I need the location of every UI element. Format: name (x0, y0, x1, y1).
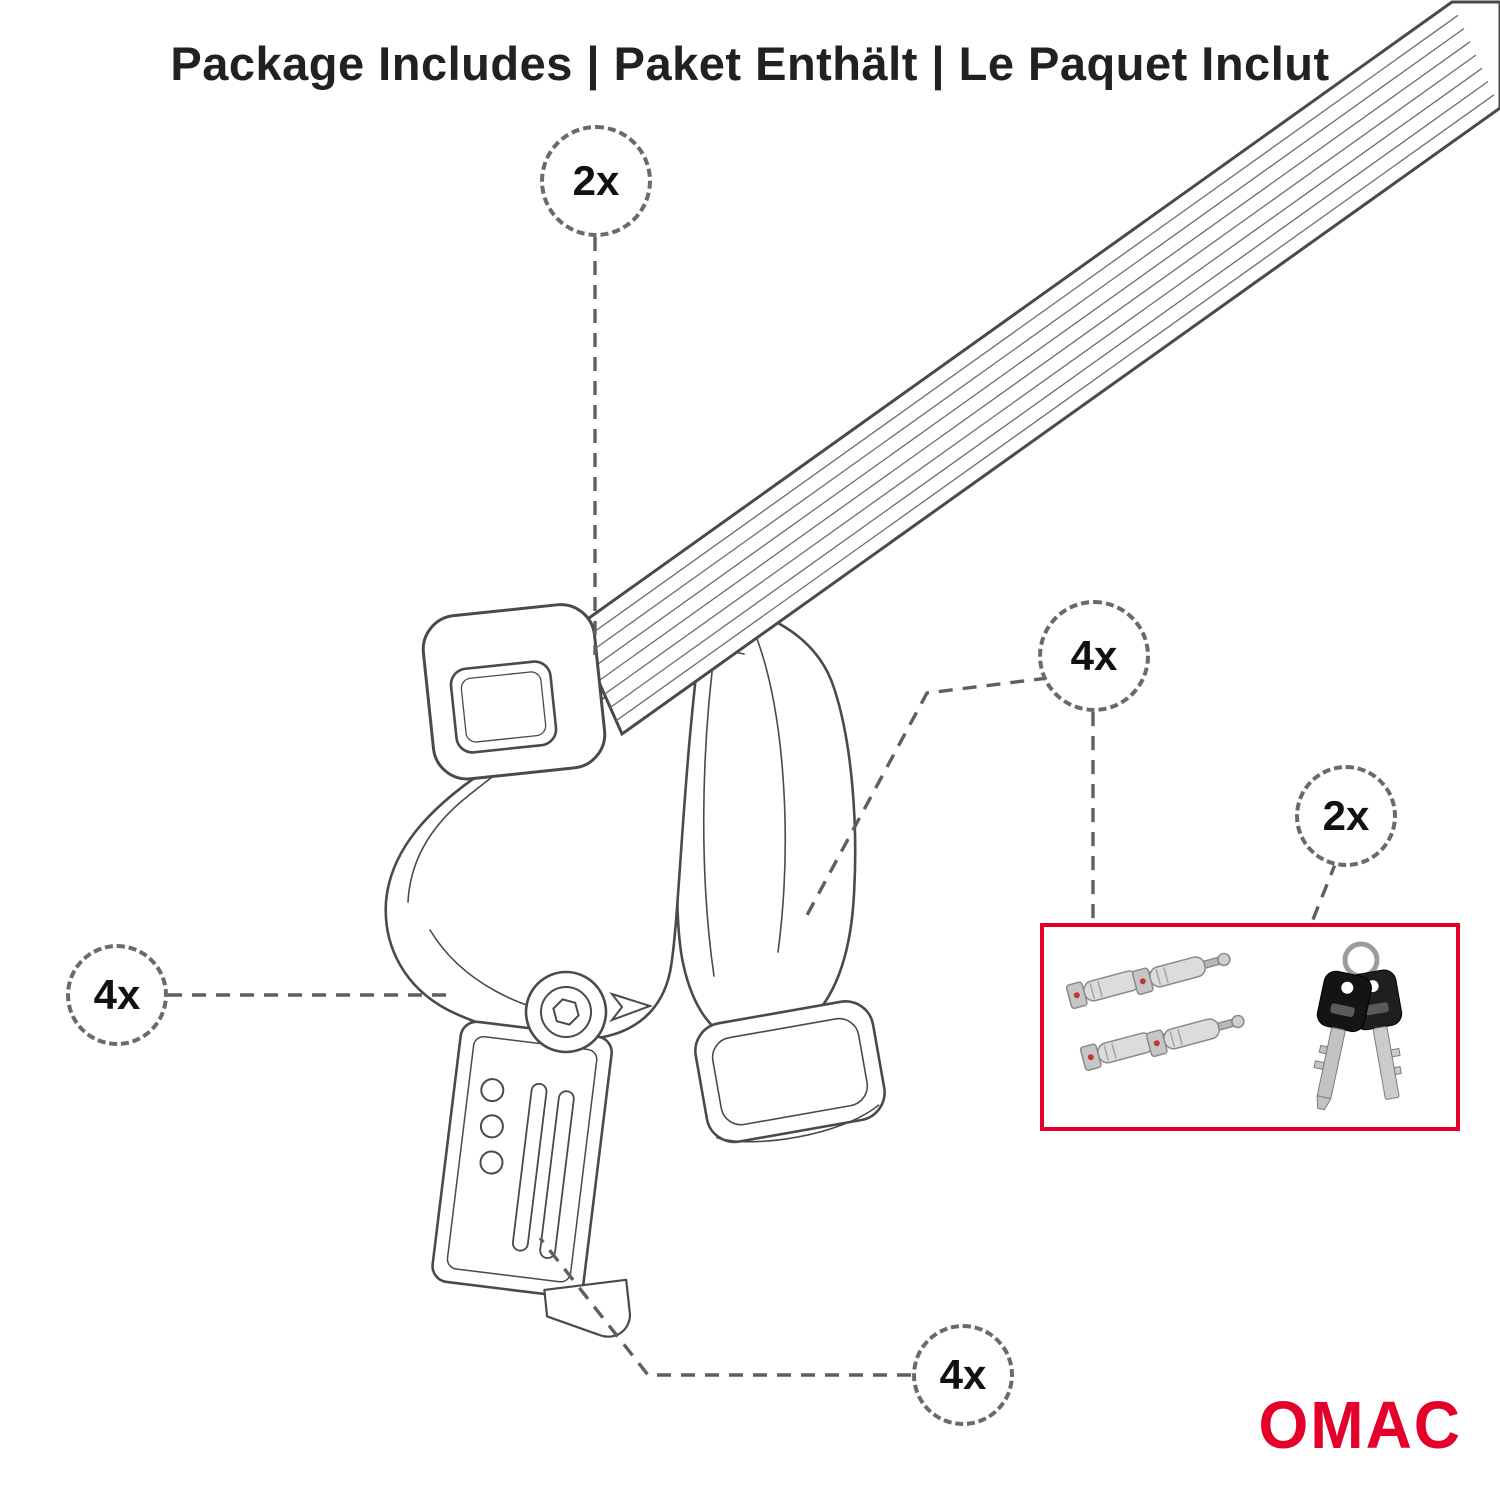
page-title: Package Includes | Paket Enthält | Le Pa… (170, 37, 1330, 90)
base-pad (694, 1000, 886, 1144)
hex-bolt-knob (524, 970, 654, 1054)
foot-quantity-label: 4x (93, 971, 141, 1018)
small-parts-box (1040, 923, 1460, 1131)
crossbar-quantity-label: 2x (572, 157, 620, 204)
lock-cylinder-set-icon (1065, 952, 1245, 1071)
callout-foot-quantity: 4x (66, 944, 168, 1046)
callout-lock-bolts-quantity: 4x (1038, 600, 1150, 712)
clamp-quantity-label: 4x (939, 1351, 987, 1398)
keys-quantity-label: 2x (1322, 792, 1370, 839)
cross-bar (573, 0, 1500, 737)
callout-keys-quantity: 2x (1295, 765, 1397, 867)
clamp-bracket (431, 1020, 632, 1338)
callout-clamp-quantity: 4x (912, 1324, 1014, 1426)
key-pair-icon (1313, 941, 1403, 1111)
lock-bolts-quantity-label: 4x (1070, 632, 1118, 679)
bar-end-cap (421, 603, 607, 781)
callout-crossbar-quantity: 2x (540, 125, 652, 237)
omac-logo: OMAC (1258, 1387, 1462, 1463)
